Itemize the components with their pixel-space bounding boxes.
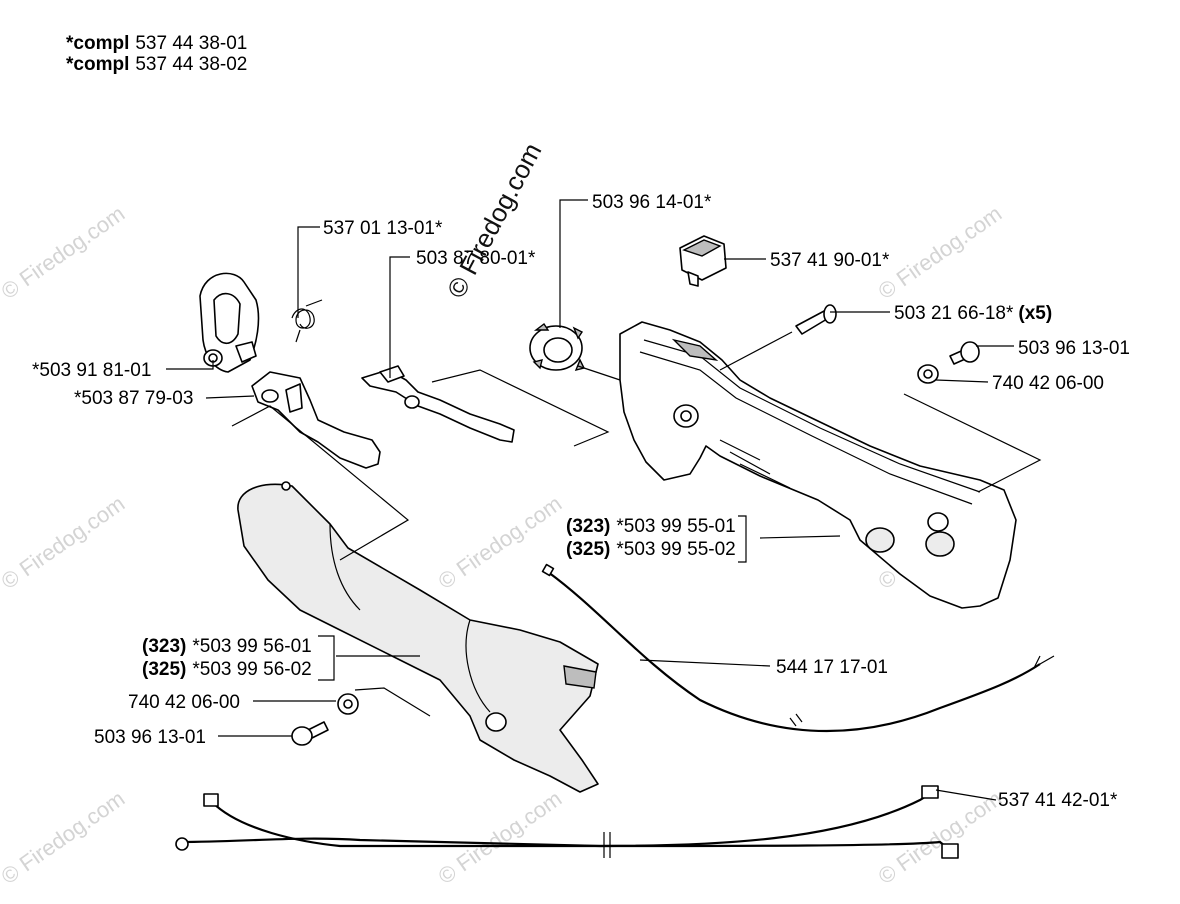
- label-bolt: 503 21 66-18*(x5): [894, 303, 1052, 324]
- spring-part: [291, 299, 323, 343]
- label-handle-left-b: (325)*503 99 56-02: [142, 659, 312, 680]
- label-trigger: *503 87 79-03: [74, 388, 193, 409]
- watermark-4: © Firedog.com: [434, 491, 567, 594]
- bolt-part: [795, 304, 837, 335]
- throttle-lever-part: [361, 365, 515, 443]
- throttle-cable-part: [541, 563, 1055, 733]
- handle-right-part: [619, 321, 1017, 609]
- label-screw-left: 503 96 13-01: [94, 727, 206, 748]
- washer-right-part: [917, 364, 939, 384]
- clamp-part: [199, 272, 260, 373]
- handle-left-part: [237, 481, 599, 793]
- switch-part: [679, 235, 727, 287]
- label-clamp: *503 91 81-01: [32, 360, 151, 381]
- callout-labels: 537 01 13-01* 503 87 80-01* 503 96 14-01…: [32, 192, 1130, 811]
- label-brackets: [318, 515, 747, 681]
- label-screw-right: 503 96 13-01: [1018, 338, 1130, 359]
- screw-left-part: [291, 721, 329, 746]
- label-handle-right-b: (325)*503 99 55-02: [566, 539, 736, 560]
- leader-lines: [166, 199, 1042, 801]
- label-throttle-cable: 544 17 17-01: [776, 657, 888, 678]
- label-handle-right-a: (323)*503 99 55-01: [566, 516, 736, 537]
- ring-part: [529, 322, 586, 372]
- trigger-part: [251, 371, 381, 469]
- watermark-7: © Firedog.com: [434, 786, 567, 889]
- wire-harness-part: [175, 785, 959, 859]
- label-washer-left: 740 42 06-00: [128, 692, 240, 713]
- screw-right-part: [949, 341, 980, 365]
- watermark-3: © Firedog.com: [0, 491, 129, 594]
- watermark-1: © Firedog.com: [0, 201, 129, 304]
- watermark-6: © Firedog.com: [0, 786, 129, 889]
- watermark-8: © Firedog.com: [874, 786, 1007, 889]
- label-switch: 537 41 90-01*: [770, 250, 890, 271]
- label-lever: 503 87 80-01*: [416, 248, 536, 269]
- label-washer-right: 740 42 06-00: [992, 373, 1104, 394]
- label-spring: 537 01 13-01*: [323, 218, 443, 239]
- watermark-center: © Firedog.com: [441, 138, 548, 303]
- washer-left-part: [337, 693, 359, 715]
- watermark-2: © Firedog.com: [874, 201, 1007, 304]
- label-ring: 503 96 14-01*: [592, 192, 712, 213]
- label-wire-harness: 537 41 42-01*: [998, 790, 1118, 811]
- label-handle-left-a: (323)*503 99 56-01: [142, 636, 312, 657]
